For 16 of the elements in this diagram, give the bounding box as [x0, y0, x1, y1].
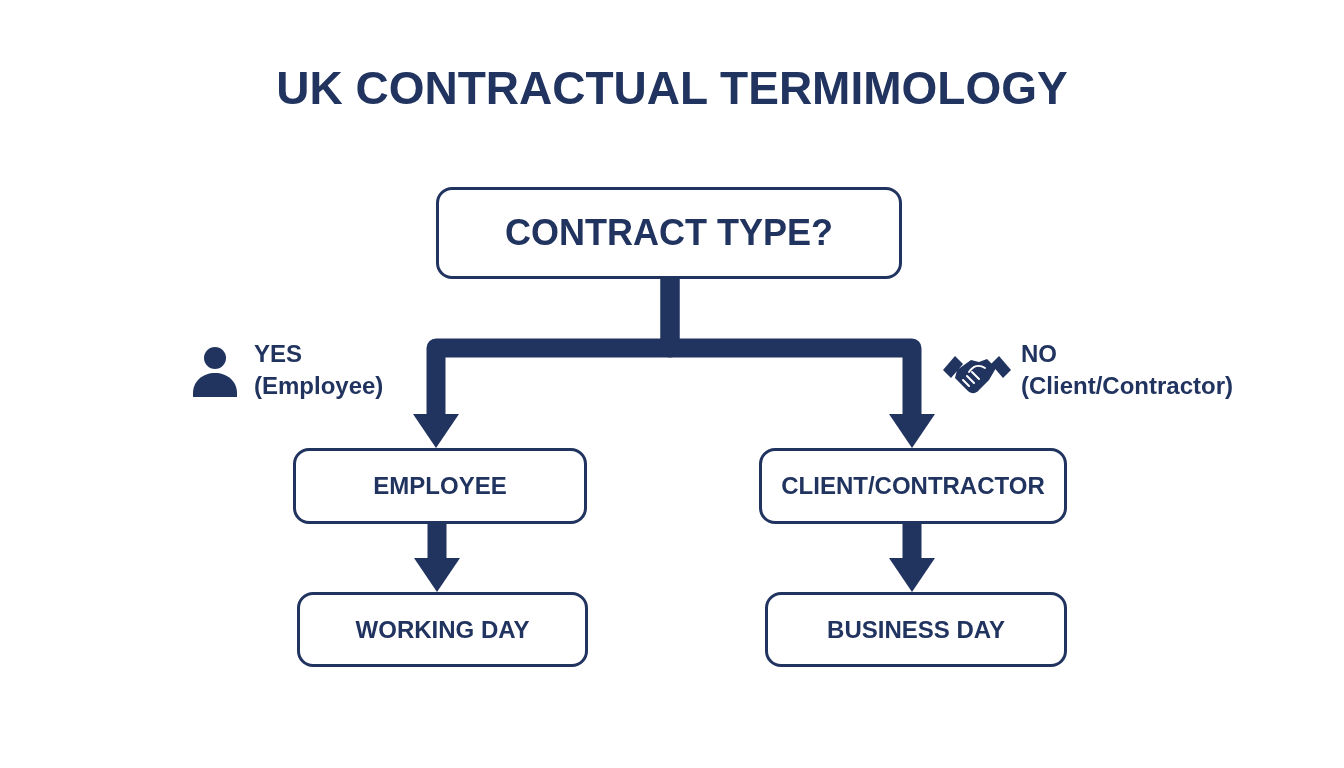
arrow — [660, 279, 935, 448]
node-label: BUSINESS DAY — [827, 615, 1005, 644]
node-label: WORKING DAY — [355, 615, 530, 644]
edge-label: NO (Client/Contractor) — [1021, 339, 1234, 401]
process-box — [293, 448, 587, 524]
arrow — [889, 524, 935, 592]
decision-box — [436, 187, 902, 279]
process-box — [765, 592, 1067, 667]
arrow — [414, 524, 460, 592]
diagram-title: UK CONTRACTUAL TERMIMOLOGY — [276, 61, 1068, 116]
process-box — [297, 592, 588, 667]
node-label: CLIENT/CONTRACTOR — [781, 472, 1045, 500]
process-box — [759, 448, 1067, 524]
edge-label: YES (Employee) — [254, 339, 385, 401]
node-label: CONTRACT TYPE? — [505, 212, 833, 254]
node-label: EMPLOYEE — [373, 472, 507, 500]
